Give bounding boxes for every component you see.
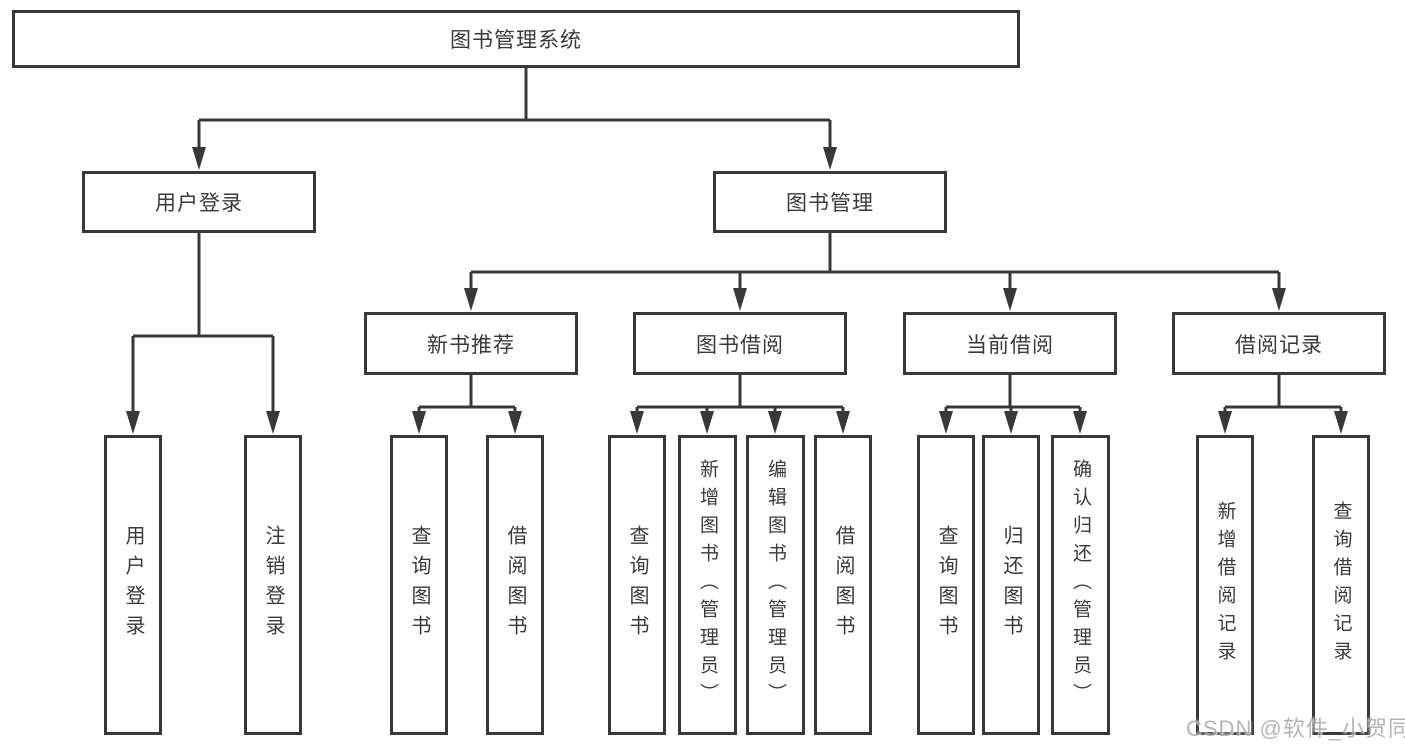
- arrow-down-icon: [412, 411, 426, 434]
- arrow-down-icon: [1073, 411, 1087, 434]
- arrow-down-icon: [733, 288, 747, 311]
- node-leaf-edit-books-admin: 编辑图书（管理员）: [746, 435, 805, 735]
- arrow-down-icon: [700, 411, 714, 434]
- arrow-down-icon: [630, 411, 644, 434]
- connector-user-login-to-leaves: [131, 233, 275, 416]
- node-leaf-confirm-return-admin: 确认归还（管理员）: [1051, 435, 1110, 735]
- node-leaf-borrow-books-recommendation: 借阅图书: [486, 435, 544, 735]
- leaf-label: 确认归还（管理员）: [1070, 459, 1091, 711]
- connector-records-to-leaves: [1223, 375, 1343, 416]
- node-book-borrowing: 图书借阅: [633, 312, 847, 375]
- leaf-label: 新增图书（管理员）: [697, 459, 718, 711]
- node-leaf-add-borrow-record: 新增借阅记录: [1196, 435, 1254, 735]
- leaf-label: 查询图书: [626, 525, 648, 645]
- node-leaf-user-login: 用户登录: [104, 435, 162, 735]
- connector-recommendation-to-leaves: [417, 375, 517, 416]
- leaf-label: 借阅图书: [832, 525, 854, 645]
- leaf-label: 查询图书: [408, 525, 430, 645]
- node-leaf-logout: 注销登录: [244, 435, 302, 735]
- arrow-down-icon: [508, 411, 522, 434]
- node-leaf-search-books-recommendation: 查询图书: [390, 435, 448, 735]
- arrow-down-icon: [1272, 288, 1286, 311]
- arrow-down-icon: [939, 411, 953, 434]
- leaf-label: 新增借阅记录: [1214, 501, 1236, 669]
- node-current-borrowing: 当前借阅: [903, 312, 1117, 375]
- leaf-label: 注销登录: [262, 525, 284, 645]
- node-leaf-return-books: 归还图书: [982, 435, 1040, 735]
- arrow-down-icon: [192, 147, 206, 170]
- arrow-down-icon: [836, 411, 850, 434]
- node-leaf-search-borrow-record: 查询借阅记录: [1312, 435, 1370, 735]
- node-leaf-borrow-books-borrowing: 借阅图书: [814, 435, 872, 735]
- node-leaf-search-books-borrowing: 查询图书: [608, 435, 666, 735]
- arrow-down-icon: [266, 411, 280, 434]
- arrow-down-icon: [1334, 411, 1348, 434]
- arrow-down-icon: [126, 411, 140, 434]
- arrow-down-icon: [464, 288, 478, 311]
- node-leaf-search-books-current: 查询图书: [917, 435, 975, 735]
- node-library-management-system: 图书管理系统: [12, 10, 1020, 68]
- leaf-label: 用户登录: [122, 525, 144, 645]
- leaf-label: 编辑图书（管理员）: [765, 459, 786, 711]
- node-leaf-add-books-admin: 新增图书（管理员）: [678, 435, 737, 735]
- arrowheads: [126, 147, 1348, 434]
- arrow-down-icon: [1003, 288, 1017, 311]
- arrow-down-icon: [823, 147, 837, 170]
- connector-current-to-leaves: [944, 375, 1082, 416]
- leaf-label: 查询图书: [935, 525, 957, 645]
- node-user-login: 用户登录: [82, 171, 316, 233]
- leaf-label: 借阅图书: [504, 525, 526, 645]
- csdn-watermark: CSDN @软件_小贺同学: [1186, 716, 1405, 741]
- leaf-label: 归还图书: [1000, 525, 1022, 645]
- connector-borrowing-to-leaves: [635, 375, 845, 416]
- connector-book-management-to-level3: [469, 233, 1281, 293]
- connector-root-to-level2: [197, 68, 832, 152]
- leaf-label: 查询借阅记录: [1330, 501, 1352, 669]
- node-borrowing-records: 借阅记录: [1172, 312, 1386, 375]
- node-book-management: 图书管理: [713, 171, 947, 233]
- arrow-down-icon: [1004, 411, 1018, 434]
- arrow-down-icon: [1218, 411, 1232, 434]
- arrow-down-icon: [768, 411, 782, 434]
- node-new-book-recommendation: 新书推荐: [364, 312, 578, 375]
